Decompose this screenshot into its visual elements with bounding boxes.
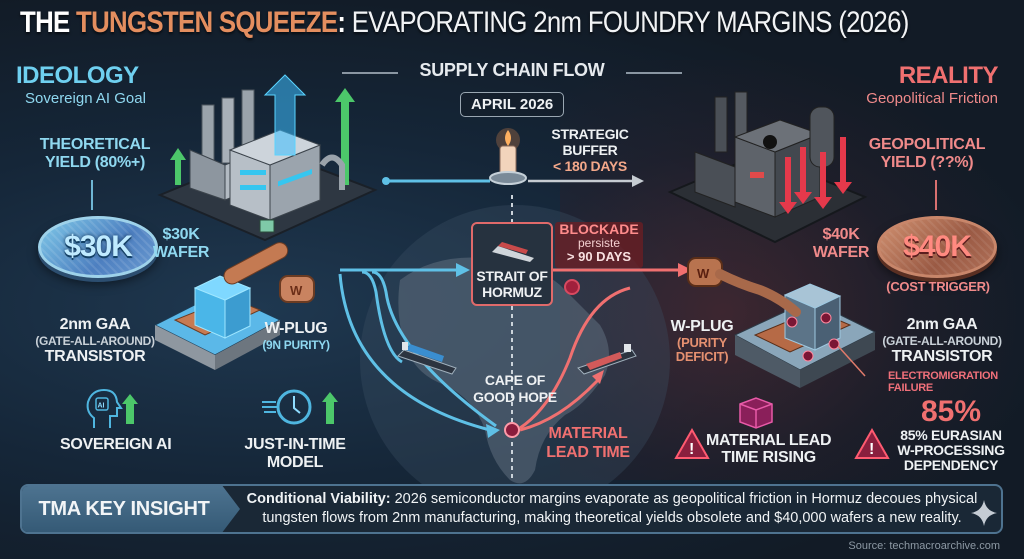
right-w-plug-label: W-PLUG (PURITY DEFICIT) xyxy=(670,318,734,364)
key-insight-text: Conditional Viability: 2026 semiconducto… xyxy=(246,491,978,526)
wafer-40k: $40K xyxy=(877,216,997,278)
damaged-factory-icon xyxy=(667,91,868,244)
wafer-30k-label: $30K WAFER xyxy=(152,226,210,261)
corroded-w-plug-icon: W xyxy=(687,257,801,317)
strategic-buffer-label: STRATEGIC BUFFER < 180 DAYS xyxy=(551,126,629,174)
material-lead-time-label: MATERIAL LEAD TIME xyxy=(546,425,630,461)
yield-connector-line xyxy=(91,180,93,210)
red-cargo-ship-icon xyxy=(577,344,637,375)
broken-gaa-transistor-icon xyxy=(733,283,877,388)
heading-rule-left xyxy=(342,72,398,74)
warning-triangle-icon: ! xyxy=(674,427,710,459)
sparkle-icon xyxy=(971,500,997,526)
strait-of-hormuz-node: STRAIT OF HORMUZ xyxy=(471,222,553,306)
w-plug-icon: W xyxy=(279,275,315,303)
svg-text:W: W xyxy=(697,266,710,281)
geo-yield-connector-line xyxy=(935,180,937,210)
blue-cargo-ship-icon xyxy=(397,342,457,375)
left-w-plug-label: W-PLUG (9N PURITY) xyxy=(262,320,330,352)
ideology-subheading: Sovereign AI Goal xyxy=(25,90,146,107)
reality-heading: REALITY xyxy=(898,62,999,89)
globe-map xyxy=(360,205,670,515)
just-in-time-clock-icon xyxy=(262,389,338,425)
source-credit: Source: techmacroarchive.com xyxy=(848,540,1000,552)
material-lead-rising-label: MATERIAL LEAD TIME RISING xyxy=(706,432,832,466)
wafer-30k: $30K xyxy=(38,216,158,278)
just-in-time-label: JUST-IN-TIME MODEL xyxy=(244,436,346,471)
geopolitical-yield-label: GEOPOLITICAL YIELD (??%) xyxy=(868,136,986,171)
svg-text:AI: AI xyxy=(98,403,105,410)
wafer-40k-label: $40K WAFER xyxy=(812,226,870,261)
reality-subheading: Geopolitical Friction xyxy=(866,90,998,107)
sovereign-ai-icon: AI xyxy=(86,388,138,428)
key-insight-bar: TMA KEY INSIGHT Conditional Viability: 2… xyxy=(20,484,1003,534)
gaa-transistor-icon xyxy=(153,242,289,370)
ideology-heading: IDEOLOGY xyxy=(16,62,139,89)
cape-of-good-hope-label: CAPE OF GOOD HOPE xyxy=(473,372,557,405)
eurasian-dependency-label: 85% EURASIAN W-PROCESSING DEPENDENCY xyxy=(897,427,1005,473)
sovereign-ai-label: SOVEREIGN AI xyxy=(60,436,172,453)
electromigration-failure-label: ELECTROMIGRATION FAILURE xyxy=(888,370,998,394)
page-title: THE TUNGSTEN SQUEEZE: EVAPORATING 2nm FO… xyxy=(20,6,909,39)
material-box-icon xyxy=(739,397,773,429)
blockade-callout: BLOCKADE persiste > 90 DAYS xyxy=(555,222,643,268)
date-badge: APRIL 2026 xyxy=(460,92,565,117)
title-highlight: TUNGSTEN SQUEEZE xyxy=(76,6,338,39)
left-transistor-label: 2nm GAA (GATE-ALL-AROUND) TRANSISTOR xyxy=(35,316,155,365)
svg-text:!: ! xyxy=(689,441,694,458)
svg-text:W: W xyxy=(290,283,303,298)
key-insight-tag: TMA KEY INSIGHT xyxy=(22,486,240,532)
cost-trigger-label: (COST TRIGGER) xyxy=(886,279,990,294)
dependency-percentage: 85% xyxy=(920,395,982,428)
ideal-factory-icon xyxy=(157,74,378,242)
svg-text:!: ! xyxy=(869,441,874,458)
warning-triangle-icon-2: ! xyxy=(854,427,890,459)
heading-rule-right xyxy=(626,72,682,74)
supply-chain-heading: SUPPLY CHAIN FLOW xyxy=(419,60,605,80)
right-transistor-label: 2nm GAA (GATE-ALL-AROUND) TRANSISTOR xyxy=(882,316,1002,365)
cargo-ship-icon xyxy=(492,242,534,262)
theoretical-yield-label: THEORETICAL YIELD (80%+) xyxy=(39,136,151,171)
candle-strategic-buffer-icon xyxy=(489,128,527,185)
